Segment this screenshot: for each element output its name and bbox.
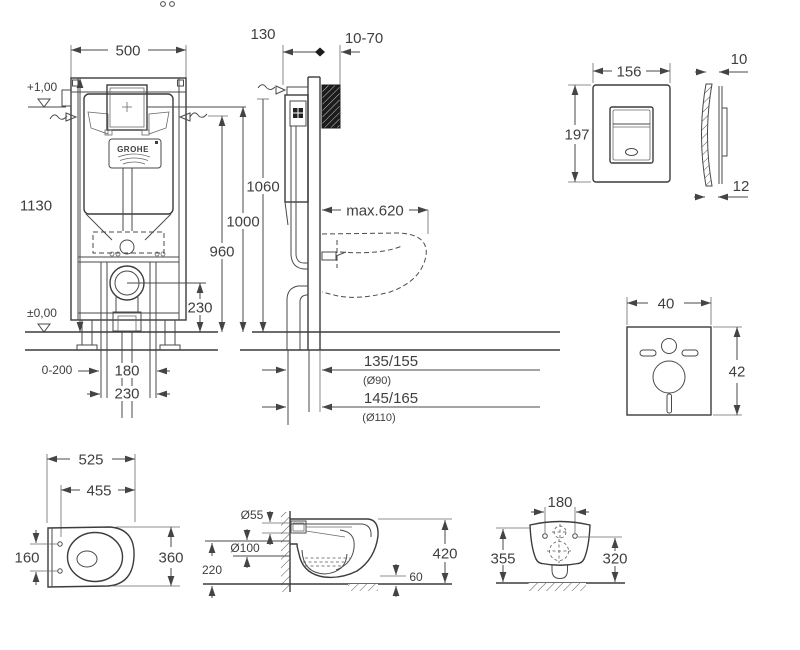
- frame-width-dim: 500: [115, 42, 140, 59]
- brand-label: GROHE: [117, 145, 149, 154]
- pad-width-dim: 40: [658, 295, 675, 312]
- fixing-hole: [542, 533, 548, 539]
- fixing-spacing-dim: 180: [114, 362, 139, 379]
- sound-insulation-pad: [626, 326, 712, 416]
- bottom-slot: [666, 393, 672, 414]
- rough-in-1000-dim: 1000: [226, 213, 259, 230]
- plate-thickness-top-dim: 10: [731, 51, 748, 68]
- outlet-cutout: [652, 360, 686, 394]
- max-depth-dim: max.620: [346, 202, 404, 219]
- inlet-cutout: [661, 338, 677, 354]
- wall-section: [281, 512, 290, 592]
- bowl-rear-view: 180 355 320: [490, 494, 628, 591]
- adjustable-foot: [159, 344, 181, 351]
- fixing-hole: [57, 568, 63, 574]
- finished-wall-section: [321, 84, 341, 129]
- flush-button: [609, 106, 654, 164]
- floor-section: [528, 583, 586, 591]
- frame-depth-dim: 130: [250, 26, 275, 43]
- frame-height-dim: 1130: [20, 197, 52, 214]
- inlet-dia-dim: Ø55: [241, 508, 264, 522]
- supply-stub-icon: [160, 1, 166, 7]
- rear-hole-height-dim: 320: [602, 550, 627, 567]
- outlet-dia-110-label: (Ø110): [362, 412, 395, 424]
- frame-side-view: 130 10-70 ma: [240, 26, 560, 425]
- rough-in-1060-dim: 1060: [246, 178, 279, 195]
- sensor-window: [625, 148, 638, 156]
- datum-diamond-icon: [315, 47, 325, 57]
- plate-height-dim: 197: [564, 126, 589, 143]
- floor-section: [348, 584, 378, 591]
- grohe-logo: GROHE: [108, 138, 162, 169]
- bowl-foot-tab: [551, 565, 568, 580]
- bowl-profile: [290, 518, 379, 579]
- bowl-side-view: Ø55 Ø100 220 420 60: [202, 508, 458, 598]
- bolt-slot: [681, 349, 699, 357]
- water-supply-icon: [49, 112, 208, 122]
- rear-hole-spacing-dim: 180: [547, 494, 572, 511]
- level-mark-icon: [37, 323, 51, 333]
- fixing-hole: [572, 533, 578, 539]
- water-spot: [76, 550, 98, 568]
- sound-insulation-view: 40 42: [626, 295, 746, 416]
- rough-in-960-dim: 960: [209, 243, 234, 260]
- mounting-frame: [721, 107, 728, 157]
- wall-bracket: [61, 89, 72, 107]
- flush-bend: [119, 239, 135, 255]
- plate-thickness-bottom-dim: 12: [733, 178, 750, 195]
- bolt-slot: [639, 349, 657, 357]
- bowl-height-dim: 420: [432, 545, 457, 562]
- hole-spacing-dim: 160: [14, 549, 39, 566]
- concealed-cistern: [83, 93, 174, 215]
- bowl-length-dim: 525: [78, 451, 103, 468]
- outlet-height-dim: 230: [187, 299, 212, 316]
- frame-front-view: 500 GROHE: [20, 1, 280, 418]
- outlet-dia-90-label: (Ø90): [363, 375, 391, 387]
- bowl-length-holes-dim: 455: [86, 482, 111, 499]
- outlet-offset-110-dim: 145/165: [364, 390, 418, 407]
- outlet-dia-dim: Ø100: [230, 541, 260, 555]
- bowl-top-view: 525 455 160 360: [14, 451, 184, 588]
- flush-plate-front-view: 156 197: [564, 63, 671, 183]
- flush-plate-side-view: 10 12: [694, 51, 750, 201]
- bottom-width-dim: 230: [114, 385, 139, 402]
- floor-clearance-dim: 60: [409, 570, 423, 584]
- pad-height-dim: 42: [729, 363, 746, 380]
- wall-clearance-dim: 10-70: [345, 30, 383, 47]
- bowl-rim: [66, 531, 124, 583]
- outlet-offset-90-dim: 135/155: [364, 353, 418, 370]
- water-supply-icon: [275, 85, 287, 95]
- bowl-outline-reference: [321, 232, 427, 298]
- outlet-height-dim: 220: [202, 563, 222, 577]
- flush-plate: [592, 84, 671, 183]
- service-opening: [92, 231, 165, 254]
- bowl-rear-outline: [529, 520, 591, 566]
- supply-stub-icon: [169, 1, 175, 7]
- plate-profile: [701, 83, 713, 187]
- bowl-outline: [47, 526, 135, 588]
- level-plus-label: +1,00: [27, 80, 58, 94]
- bowl-width-dim: 360: [158, 549, 183, 566]
- adjustable-foot: [76, 344, 98, 351]
- foot-adjust-dim: 0-200: [42, 363, 73, 377]
- level-zero-label: ±0,00: [27, 306, 57, 320]
- rear-height-dim: 355: [490, 550, 515, 567]
- level-mark-icon: [37, 98, 51, 108]
- plate-width-dim: 156: [616, 63, 641, 80]
- fixing-hole: [57, 541, 63, 547]
